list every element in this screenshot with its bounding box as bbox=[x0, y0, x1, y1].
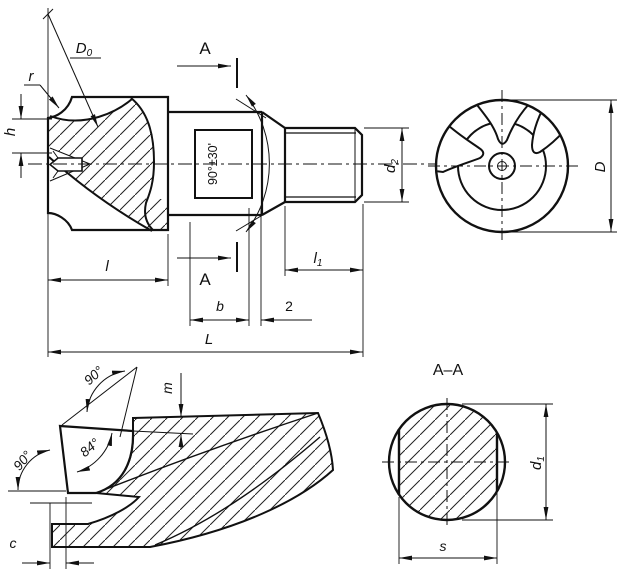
head-white-bottom bbox=[48, 157, 152, 231]
label-neck-width: 2 bbox=[285, 298, 293, 314]
label-included-angle: 90°±30' bbox=[206, 143, 220, 185]
corner-radius-leader bbox=[39, 84, 60, 109]
label-land-height: m bbox=[159, 382, 175, 394]
flute-face-curve bbox=[49, 98, 133, 122]
label-outside-diameter: D bbox=[592, 161, 609, 172]
section-hatch bbox=[399, 403, 497, 521]
section-view bbox=[382, 398, 553, 564]
d1-extension-lines bbox=[462, 403, 553, 521]
section-centerlines bbox=[382, 398, 512, 528]
flute-gash-top bbox=[464, 101, 535, 145]
extension-lines bbox=[47, 8, 409, 357]
section-title: A–A bbox=[433, 362, 464, 379]
label-section-mark-bottom: A bbox=[199, 270, 211, 289]
detail-view bbox=[8, 366, 335, 569]
angle-top-arc bbox=[85, 370, 126, 413]
c-extension-lines bbox=[49, 497, 67, 569]
end-view bbox=[428, 90, 617, 244]
included-angle-arc bbox=[245, 94, 270, 233]
shank-outline bbox=[283, 126, 364, 204]
detail-flute-curve-1 bbox=[95, 412, 319, 494]
labels: D0 r h A A 90°±30' l l1 b 2 L d2 D m 90°… bbox=[2, 39, 609, 554]
angle-mid-arc bbox=[76, 432, 113, 473]
head-white-right bbox=[131, 97, 168, 199]
label-shank-diameter: d2 bbox=[382, 159, 401, 173]
label-back-taper: c bbox=[10, 535, 17, 551]
center-recess-edges bbox=[49, 147, 91, 182]
label-head-length: l bbox=[105, 258, 109, 275]
label-angle-top: 90° bbox=[81, 363, 107, 388]
s-extension-lines bbox=[398, 493, 498, 564]
detail-thin-lines bbox=[8, 366, 138, 504]
angle-left-arc bbox=[15, 449, 51, 491]
label-section-mark-top: A bbox=[199, 39, 211, 58]
thread-minor-lines bbox=[285, 132, 356, 198]
blank-diameter-leader bbox=[47, 13, 99, 128]
D-extension-lines bbox=[505, 99, 617, 233]
label-tooth-height: h bbox=[2, 128, 19, 136]
flute-s-curve bbox=[130, 97, 156, 231]
label-angle-left: 90° bbox=[10, 448, 35, 474]
m-extension-line bbox=[132, 430, 194, 435]
label-corner-radius: r bbox=[29, 68, 35, 85]
detail-flute-curve-2 bbox=[154, 436, 321, 546]
label-core-diameter: d1 bbox=[528, 456, 547, 470]
end-view-centerlines bbox=[428, 90, 578, 244]
label-thread-length: l1 bbox=[314, 250, 323, 269]
label-blank-diameter: D0 bbox=[76, 40, 93, 59]
label-flat-width: s bbox=[440, 538, 447, 554]
center-hole-chamfers bbox=[52, 150, 59, 179]
label-overall-length: L bbox=[205, 331, 213, 348]
main-view bbox=[12, 8, 440, 357]
label-flat-length: b bbox=[216, 298, 224, 314]
